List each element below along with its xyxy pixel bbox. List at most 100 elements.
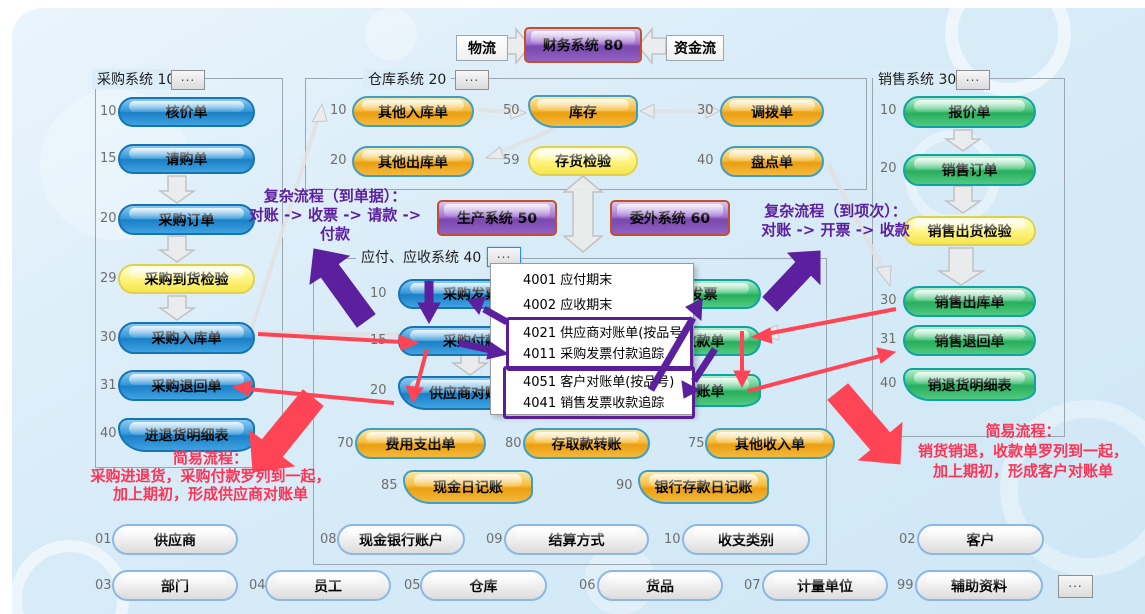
button-caigou-tuihuidan[interactable]: 采购退回单 (118, 370, 255, 401)
button-label: 客户 (966, 532, 995, 549)
finance-system-label: 财务系统 80 (542, 38, 624, 54)
logistics-text: 物流 (468, 41, 496, 57)
button-label: 核价单 (165, 105, 208, 121)
item-number: 01 (95, 532, 112, 547)
button-xianjin-yinhang-zhanghu[interactable]: 现金银行账户 (337, 524, 465, 555)
button-label: 请购单 (165, 152, 208, 168)
button-label: 生产系统 50 (456, 211, 538, 227)
button-label: 银行存款日记账 (654, 480, 753, 496)
button-xiaoshou-tuihuidan[interactable]: 销售退回单 (903, 325, 1036, 356)
button-cangku[interactable]: 仓库 (420, 570, 547, 601)
button-cunqukuan-zhuanzhang[interactable]: 存取款转账 (523, 428, 650, 459)
button-bumen[interactable]: 部门 (112, 570, 238, 601)
button-fuzhu-ziliao[interactable]: 辅助资料 (915, 570, 1043, 601)
dropdown-item-4021[interactable]: 4021 供应商对账单(按品号) (523, 326, 688, 341)
button-caigou-daohuo-jianyan[interactable]: 采购到货检验 (118, 264, 255, 294)
apar-system-title: 应付、应收系统 40 (356, 247, 487, 267)
button-label: 采购订单 (158, 212, 215, 229)
dropdown-item-4051[interactable]: 4051 客户对账单(按品号) (523, 375, 675, 390)
button-caigou-dingdan[interactable]: 采购订单 (118, 204, 255, 235)
button-hejiadan[interactable]: 核价单 (118, 97, 255, 127)
item-number: 20 (100, 211, 117, 226)
button-qita-rukudan[interactable]: 其他入库单 (352, 96, 474, 127)
button-xiaoshou-chukudan[interactable]: 销售出库单 (903, 286, 1036, 317)
item-number: 20 (330, 153, 347, 168)
button-yinhang-cunkuan-rijizhang[interactable]: 银行存款日记账 (638, 470, 769, 504)
button-baojiadan[interactable]: 报价单 (903, 96, 1036, 128)
apar-more-button[interactable]: ... (487, 247, 521, 267)
finance-system-button[interactable]: 财务系统 80 (524, 27, 642, 63)
button-cunhuo-jianyan[interactable]: 存货检验 (528, 146, 638, 176)
item-number: 90 (616, 478, 633, 493)
item-number: 10 (100, 104, 117, 119)
annotation-line: 对账 -> 收票 -> 请款 -> (248, 206, 422, 224)
button-diaobodan[interactable]: 调拨单 (720, 96, 824, 127)
annotation-line: 付款 (319, 225, 350, 243)
item-number: 05 (404, 578, 421, 593)
button-label: 存货检验 (555, 154, 611, 170)
button-kehu[interactable]: 客户 (917, 524, 1044, 555)
production-system-button[interactable]: 生产系统 50 (437, 200, 557, 236)
button-label: 进退货明细表 (144, 428, 229, 444)
button-label: 销售出库单 (934, 294, 1005, 311)
annotation-line: 复杂流程（到项次）： (764, 202, 907, 220)
dropdown-item-4011[interactable]: 4011 采购发票付款追踪 (523, 347, 665, 362)
purchase-more-button[interactable]: ... (171, 70, 205, 90)
item-number: 10 (370, 286, 387, 301)
button-label: 存取款转账 (551, 436, 622, 453)
item-number: 40 (100, 426, 117, 441)
button-gongyingshang[interactable]: 供应商 (112, 524, 238, 555)
annotation-line: 简易流程： (172, 449, 248, 467)
item-number: 15 (100, 151, 117, 166)
button-huopin[interactable]: 货品 (597, 570, 723, 601)
warehouse-system-title: 仓库系统 20 (363, 69, 452, 89)
item-number: 59 (503, 153, 520, 168)
button-xiaoshou-chuhuo-jianyan[interactable]: 销售出货检验 (903, 216, 1036, 246)
button-label: 销售出货检验 (927, 224, 1012, 240)
dropdown-item-4041[interactable]: 4041 销售发票收款追踪 (523, 396, 665, 411)
button-jintuihuo-mingxibiao[interactable]: 进退货明细表 (118, 418, 255, 452)
button-label: 采购退回单 (151, 378, 222, 395)
dropdown-item-4001[interactable]: 4001 应付期末 (523, 273, 613, 288)
button-xiaoshou-dingdan[interactable]: 销售订单 (903, 154, 1036, 186)
button-label: 其他入库单 (378, 104, 448, 121)
button-xiaotuihuo-mingxibiao[interactable]: 销退货明细表 (903, 368, 1036, 401)
button-label: 收支类别 (718, 532, 774, 549)
button-label: 辅助资料 (951, 578, 1007, 595)
button-feiyong-zhichudan[interactable]: 费用支出单 (355, 428, 486, 459)
highlight-box-customer-reports (503, 366, 695, 419)
item-number: 20 (370, 383, 387, 398)
button-jiesuan-fangshi[interactable]: 结算方式 (504, 524, 649, 555)
button-pandiandan[interactable]: 盘点单 (720, 146, 824, 177)
highlight-box-supplier-reports (506, 317, 693, 371)
button-qinggoudan[interactable]: 请购单 (118, 144, 255, 174)
button-label: 采购到货检验 (144, 272, 229, 288)
button-label: 结算方式 (548, 532, 605, 549)
annotation-simple-right: 简易流程： 销货销退，收款单罗列到一起， 加上期初，形成客户对账单 (898, 421, 1145, 481)
button-label: 部门 (161, 578, 189, 595)
button-jiliang-danwei[interactable]: 计量单位 (762, 570, 888, 601)
sales-system-title: 销售系统 30 (873, 69, 962, 89)
button-yuangong[interactable]: 员工 (265, 570, 391, 601)
button-qita-shourudan[interactable]: 其他收入单 (705, 428, 835, 459)
capital-flow-text: 资金流 (674, 41, 716, 57)
annotation-line: 销货销退，收款单罗列到一起， (917, 442, 1128, 460)
item-number: 80 (505, 436, 522, 451)
button-kucun[interactable]: 库存 (528, 95, 638, 128)
warehouse-more-button[interactable]: ... (455, 70, 489, 90)
sales-more-button[interactable]: ... (956, 70, 990, 90)
button-shouzhi-leibie[interactable]: 收支类别 (682, 524, 810, 555)
button-qita-chukudan[interactable]: 其他出库单 (352, 146, 474, 177)
item-number: 29 (100, 271, 117, 286)
item-number: 99 (897, 578, 914, 593)
item-number: 09 (486, 532, 503, 547)
annotation-line: 采购进退货，采购付款罗列到一起， (90, 467, 331, 485)
annotation-line: 对账 -> 开票 -> 收款 (761, 221, 910, 239)
button-caigou-rukudan[interactable]: 采购入库单 (118, 322, 255, 354)
dropdown-item-4002[interactable]: 4002 应收期末 (523, 298, 613, 313)
basics-more-button[interactable]: ... (1058, 575, 1093, 598)
outsourcing-system-button[interactable]: 委外系统 60 (610, 200, 730, 236)
button-xianjin-rijizhang[interactable]: 现金日记账 (403, 470, 533, 504)
item-number: 50 (503, 103, 520, 118)
